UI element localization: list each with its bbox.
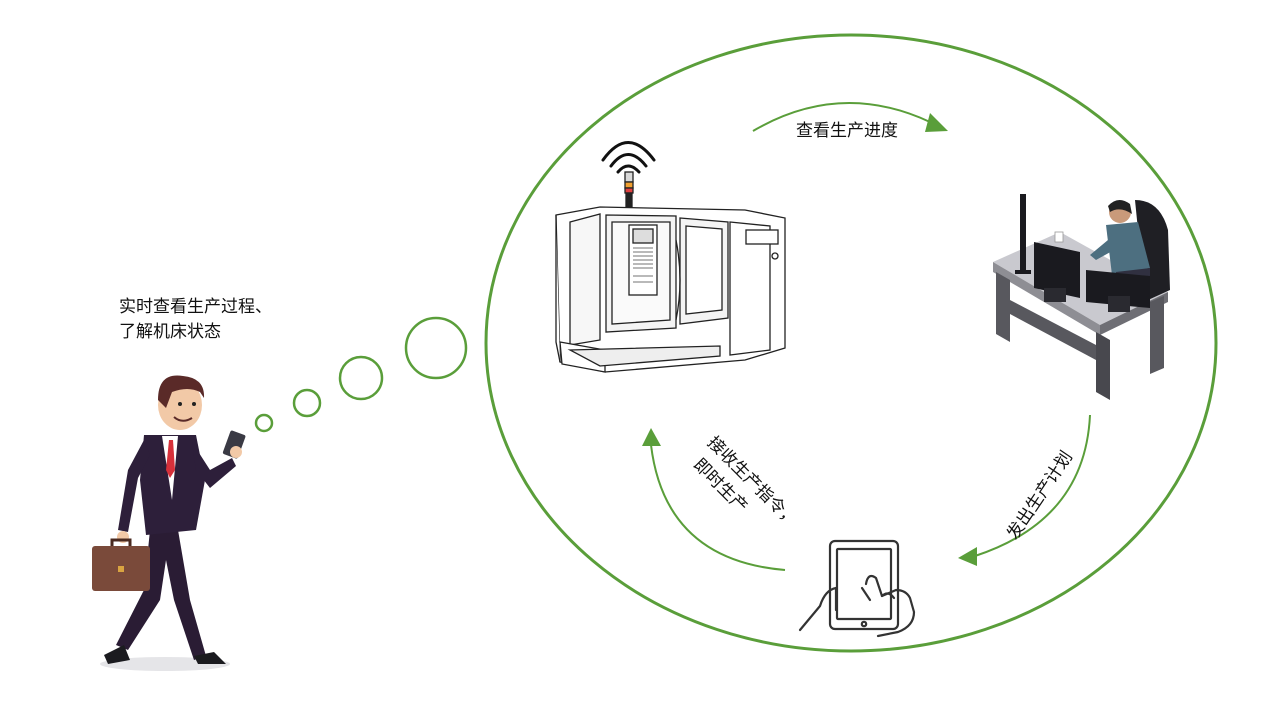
thought-bubbles (254, 316, 468, 433)
person-thought-line-2: 了解机床状态 (119, 322, 221, 342)
label-top-arrow: 查看生产进度 (796, 121, 898, 141)
wifi-signal-icon (601, 141, 656, 174)
arrow-top (752, 102, 948, 132)
cnc-machine-icon (555, 171, 786, 373)
businessman-icon (92, 375, 246, 671)
cycle-ellipse (484, 33, 1218, 653)
arrow-left (642, 428, 786, 571)
operator-workstation-icon (993, 194, 1170, 400)
person-thought-line-1: 实时查看生产过程、 (119, 297, 272, 317)
tablet-hand-icon (798, 539, 916, 638)
arrow-right (958, 414, 1091, 566)
